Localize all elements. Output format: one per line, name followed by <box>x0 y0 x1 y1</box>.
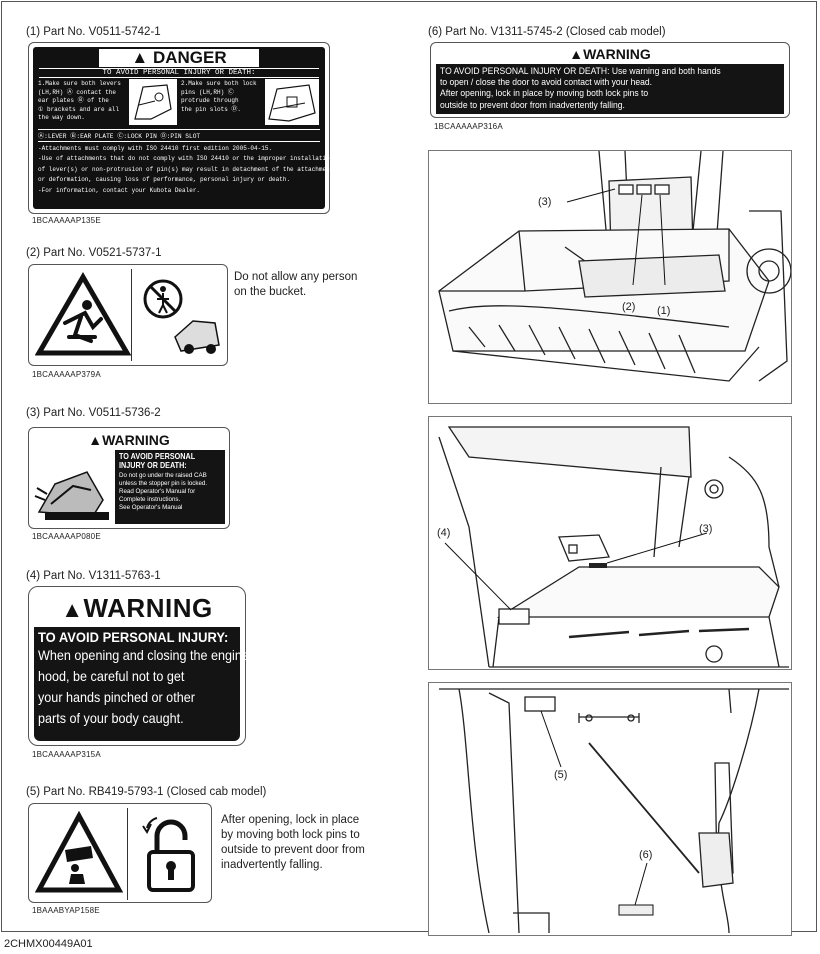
engine-hood-illustration <box>438 426 789 668</box>
page-frame <box>1 1 817 932</box>
cab-label-marker <box>524 696 556 712</box>
label-4-decal: ▲WARNING TO AVOID PERSONAL INJURY: When … <box>28 586 249 746</box>
bucket-illustration <box>438 151 791 382</box>
engine-hood-location-diagram: (4) (3) <box>428 416 792 670</box>
label-2-code: 1BCAAAAAP379A <box>32 370 101 379</box>
danger-title: DANGER <box>152 48 227 67</box>
label-3-header: (3) Part No. V0511-5736-2 <box>26 407 161 419</box>
warning-triangle-icon: ▲ <box>61 597 84 622</box>
bucket-location-diagram: (3) (2) (1) <box>428 150 792 404</box>
label-1-header: (1) Part No. V0511-5742-1 <box>26 26 161 38</box>
warning-triangle-icon: ▲ <box>88 432 103 448</box>
callout-6: (6) <box>639 849 653 861</box>
label-6-code: 1BCAAAAAP316A <box>434 122 503 131</box>
cab-interior-illustration <box>439 688 789 934</box>
danger-body-text: -Attachments must comply with ISO 24410 … <box>38 145 334 194</box>
cab-tilt-illustration <box>33 450 115 524</box>
step2-illustration <box>265 79 319 125</box>
callout-2: (2) <box>622 301 636 313</box>
label-6-title: WARNING <box>583 46 651 62</box>
callout-4: (4) <box>437 527 451 539</box>
no-person-on-bucket-icon <box>135 271 225 359</box>
label-5-code: 1BAAABYAP158E <box>32 906 100 915</box>
label-1-code: 1BCAAAAAP135E <box>32 216 101 225</box>
label-4-title: WARNING <box>83 593 213 623</box>
step1-illustration <box>129 79 177 125</box>
hood-label-marker <box>589 563 607 568</box>
document-code: 2CHMX00449A01 <box>4 938 93 950</box>
label-1-decal: ▲ DANGER TO AVOID PERSONAL INJURY OR DEA… <box>28 42 334 214</box>
danger-legend: Ⓐ:LEVER Ⓑ:EAR PLATE Ⓒ:LOCK PIN Ⓓ:PIN SLO… <box>38 129 320 142</box>
hood-label-marker <box>498 608 530 625</box>
label-4-header: (4) Part No. V1311-5763-1 <box>26 570 161 582</box>
danger-subtitle: TO AVOID PERSONAL INJURY OR DEATH: <box>39 68 319 78</box>
label-5-header: (5) Part No. RB419-5793-1 (Closed cab mo… <box>26 786 267 798</box>
label-6-header: (6) Part No. V1311-5745-2 (Closed cab mo… <box>428 26 666 38</box>
label-4-text-panel: TO AVOID PERSONAL INJURY: When opening a… <box>34 627 249 741</box>
label-6-decal: ▲WARNING TO AVOID PERSONAL INJURY OR DEA… <box>430 42 790 118</box>
label-2-header: (2) Part No. V0521-5737-1 <box>26 247 162 259</box>
warning-triangle-icon: ▲ <box>569 46 584 62</box>
crush-hazard-icon <box>35 810 123 898</box>
falling-person-icon <box>35 271 131 359</box>
label-6-text-panel: TO AVOID PERSONAL INJURY OR DEATH: Use w… <box>436 64 784 114</box>
lock-pin-icon <box>133 810 209 898</box>
danger-step1: 1.Make sure both levers(LH,RH) Ⓐ contact… <box>38 80 121 122</box>
danger-triangle-icon: ▲ <box>131 48 149 67</box>
label-4-subtitle: TO AVOID PERSONAL INJURY: <box>38 630 229 645</box>
cab-label-marker <box>618 904 654 916</box>
label-5-decal <box>28 803 212 903</box>
danger-panel <box>33 47 325 209</box>
callout-3: (3) <box>538 196 552 208</box>
cab-door-location-diagram: (5) (6) <box>428 682 792 936</box>
label-3-title: WARNING <box>102 432 170 448</box>
callout-1: (1) <box>657 305 671 317</box>
label-3-code: 1BCAAAAAP080E <box>32 532 101 541</box>
label-2-decal <box>28 264 228 366</box>
callout-3: (3) <box>699 523 713 535</box>
label-6-body: TO AVOID PERSONAL INJURY OR DEATH: Use w… <box>440 66 721 111</box>
callout-5: (5) <box>554 769 568 781</box>
danger-title-bar <box>99 49 259 67</box>
label-4-code: 1BCAAAAAP315A <box>32 750 101 759</box>
